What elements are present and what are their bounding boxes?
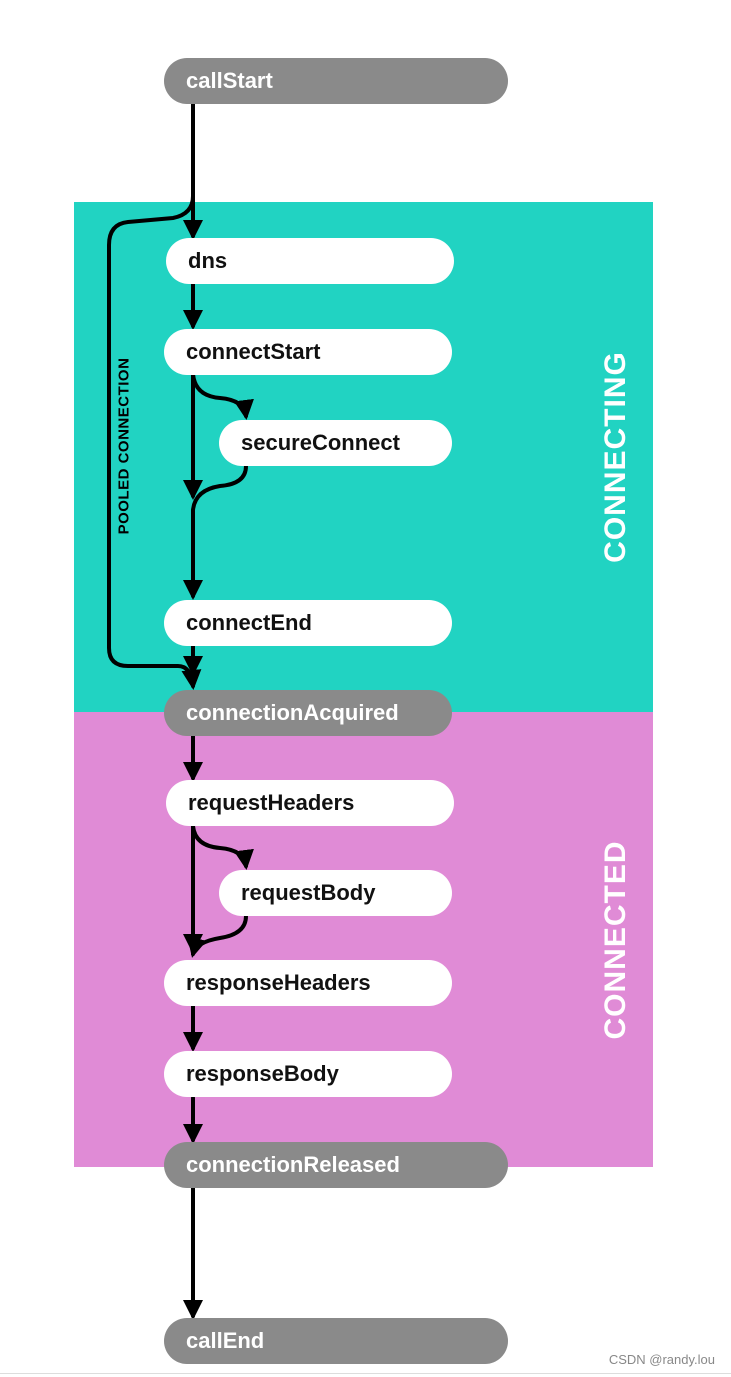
node-callstart: callStart bbox=[164, 58, 508, 104]
node-responseheaders: responseHeaders bbox=[164, 960, 452, 1006]
node-connectionreleased: connectionReleased bbox=[164, 1142, 508, 1188]
node-connectstart: connectStart bbox=[164, 329, 452, 375]
node-connectend: connectEnd bbox=[164, 600, 452, 646]
arrow-secure-merge bbox=[183, 464, 248, 600]
arrow-reqheaders-body bbox=[191, 824, 254, 870]
node-secureconnect: secureConnect bbox=[219, 420, 452, 466]
arrow-body-merge bbox=[187, 914, 248, 958]
node-callend: callEnd bbox=[164, 1318, 508, 1364]
bottom-divider bbox=[0, 1373, 731, 1374]
arrow-connectstart-secure bbox=[191, 372, 254, 420]
watermark: CSDN @randy.lou bbox=[608, 1352, 715, 1367]
node-responsebody: responseBody bbox=[164, 1051, 452, 1097]
node-dns: dns bbox=[166, 238, 454, 284]
node-requestbody: requestBody bbox=[219, 870, 452, 916]
node-requestheaders: requestHeaders bbox=[166, 780, 454, 826]
node-connectionacquired: connectionAcquired bbox=[164, 690, 452, 736]
